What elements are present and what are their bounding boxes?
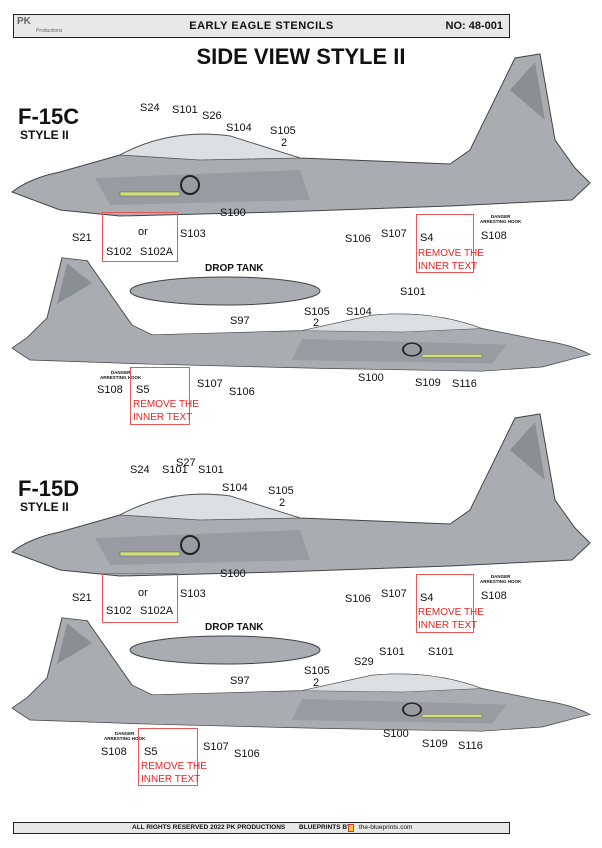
- pk-logo: PK: [17, 16, 31, 27]
- stencil-label: S102: [106, 605, 132, 617]
- stencil-label: S101: [379, 646, 405, 658]
- stencil-label: S107: [381, 228, 407, 240]
- stencil-label: S24: [130, 464, 150, 476]
- footer-bar: ALL RIGHTS RESERVED 2022 PK PRODUCTIONS …: [13, 822, 510, 834]
- header-bar: PK Productions EARLY EAGLE STENCILS NO: …: [13, 14, 510, 38]
- remove-note: INNER TEXT: [133, 412, 193, 423]
- stencil-label: S105: [268, 485, 294, 497]
- stencil-label: S106: [229, 386, 255, 398]
- stencil-label: S103: [180, 588, 206, 600]
- f15c-left-side: [11, 53, 591, 217]
- sheet-title: EARLY EAGLE STENCILS: [189, 20, 334, 32]
- stencil-label: S105: [304, 665, 330, 677]
- stencil-label: S106: [234, 748, 260, 760]
- stencil-label: S116: [452, 378, 477, 390]
- s5-callout: [130, 367, 190, 425]
- s5-callout: [138, 728, 198, 786]
- stencil-label: S107: [203, 741, 229, 753]
- stencil-label: S102A: [140, 246, 174, 258]
- drop-tank-title: DROP TANK: [205, 622, 264, 633]
- f15d-style: STYLE II: [20, 500, 69, 514]
- s4-callout: [416, 574, 474, 633]
- stencil-label: S104: [346, 306, 372, 318]
- remove-note: REMOVE THE: [141, 761, 207, 772]
- stencil-label: S104: [226, 122, 252, 134]
- stencil-label: 2: [281, 137, 288, 149]
- or-label: or: [138, 226, 148, 238]
- blueprints-logo-icon: [348, 824, 354, 832]
- page-title: SIDE VIEW STYLE II: [196, 44, 406, 69]
- stencil-label: S101: [198, 464, 224, 476]
- stencil-label: S29: [354, 656, 374, 668]
- stencil-label: S97: [230, 675, 250, 687]
- stencil-label: S109: [415, 377, 441, 389]
- stencil-label: S100: [220, 568, 246, 580]
- stencil-label: S97: [230, 315, 250, 327]
- pk-logo-sub: Productions: [36, 28, 63, 34]
- remove-note: INNER TEXT: [141, 774, 201, 785]
- f15c-title: F-15C: [18, 104, 80, 129]
- stencil-label: S108: [481, 230, 507, 242]
- stencil-label: S102A: [140, 605, 174, 617]
- f15c-right-side: [11, 256, 591, 373]
- f15c-drop-tank: [129, 276, 321, 306]
- stencil-label: S5: [136, 384, 150, 396]
- stencil-label: S106: [345, 593, 371, 605]
- stencil-label: S108: [481, 590, 507, 602]
- drop-tank-title: DROP TANK: [205, 263, 264, 274]
- stencil-label: S104: [222, 482, 248, 494]
- stencil-label: S101: [162, 464, 188, 476]
- stencil-label: S107: [381, 588, 407, 600]
- stencil-label: 2: [313, 317, 320, 329]
- remove-note: REMOVE THE: [133, 399, 199, 410]
- stencil-label: S103: [180, 228, 206, 240]
- s102-callout: [102, 212, 178, 262]
- remove-note: INNER TEXT: [418, 620, 478, 631]
- stencil-label: S100: [358, 372, 384, 384]
- f15d-title: F-15D: [18, 476, 80, 501]
- f15d-right-side: [11, 616, 591, 733]
- stencil-label: S100: [383, 728, 409, 740]
- stencil-label: S105: [270, 125, 296, 137]
- stencil-label: S108: [101, 746, 127, 758]
- stencil-label: S106: [345, 233, 371, 245]
- stencil-label: S27: [176, 457, 196, 469]
- remove-note: REMOVE THE: [418, 248, 484, 259]
- f15d-drop-tank: [129, 635, 321, 665]
- remove-note: INNER TEXT: [418, 261, 478, 272]
- stencil-label: S26: [202, 110, 222, 122]
- f15c-style: STYLE II: [20, 128, 69, 142]
- stencil-label: S100: [220, 207, 246, 219]
- stencil-label: S5: [144, 746, 158, 758]
- blueprints-site: the-blueprints.com: [359, 824, 413, 831]
- remove-note: REMOVE THE: [418, 607, 484, 618]
- copyright: ALL RIGHTS RESERVED 2022 PK PRODUCTIONS: [132, 824, 286, 831]
- blueprints-label: BLUEPRINTS BY: [299, 824, 352, 831]
- stencil-label: S109: [422, 738, 448, 750]
- stencil-label: S108: [97, 384, 123, 396]
- s4-callout: [416, 214, 474, 273]
- stencil-label: S101: [400, 286, 426, 298]
- stencil-label: S21: [72, 232, 92, 244]
- stencil-label: S116: [458, 740, 483, 752]
- stencil-label: S4: [420, 592, 434, 604]
- stencil-label: S105: [304, 306, 330, 318]
- stencil-label: 2: [279, 497, 286, 509]
- stencil-label: S101: [172, 104, 198, 116]
- stencil-label: S4: [420, 232, 434, 244]
- stencil-label: 2: [313, 677, 320, 689]
- stencil-label: S21: [72, 592, 92, 604]
- or-label: or: [138, 587, 148, 599]
- sheet-number: NO: 48-001: [445, 20, 503, 32]
- stencil-label: S24: [140, 102, 160, 114]
- stencil-label: S102: [106, 246, 132, 258]
- stencil-label: S107: [197, 378, 223, 390]
- stencil-label: S101: [428, 646, 454, 658]
- s102-callout: [102, 573, 178, 623]
- f15d-left-side: [11, 413, 591, 577]
